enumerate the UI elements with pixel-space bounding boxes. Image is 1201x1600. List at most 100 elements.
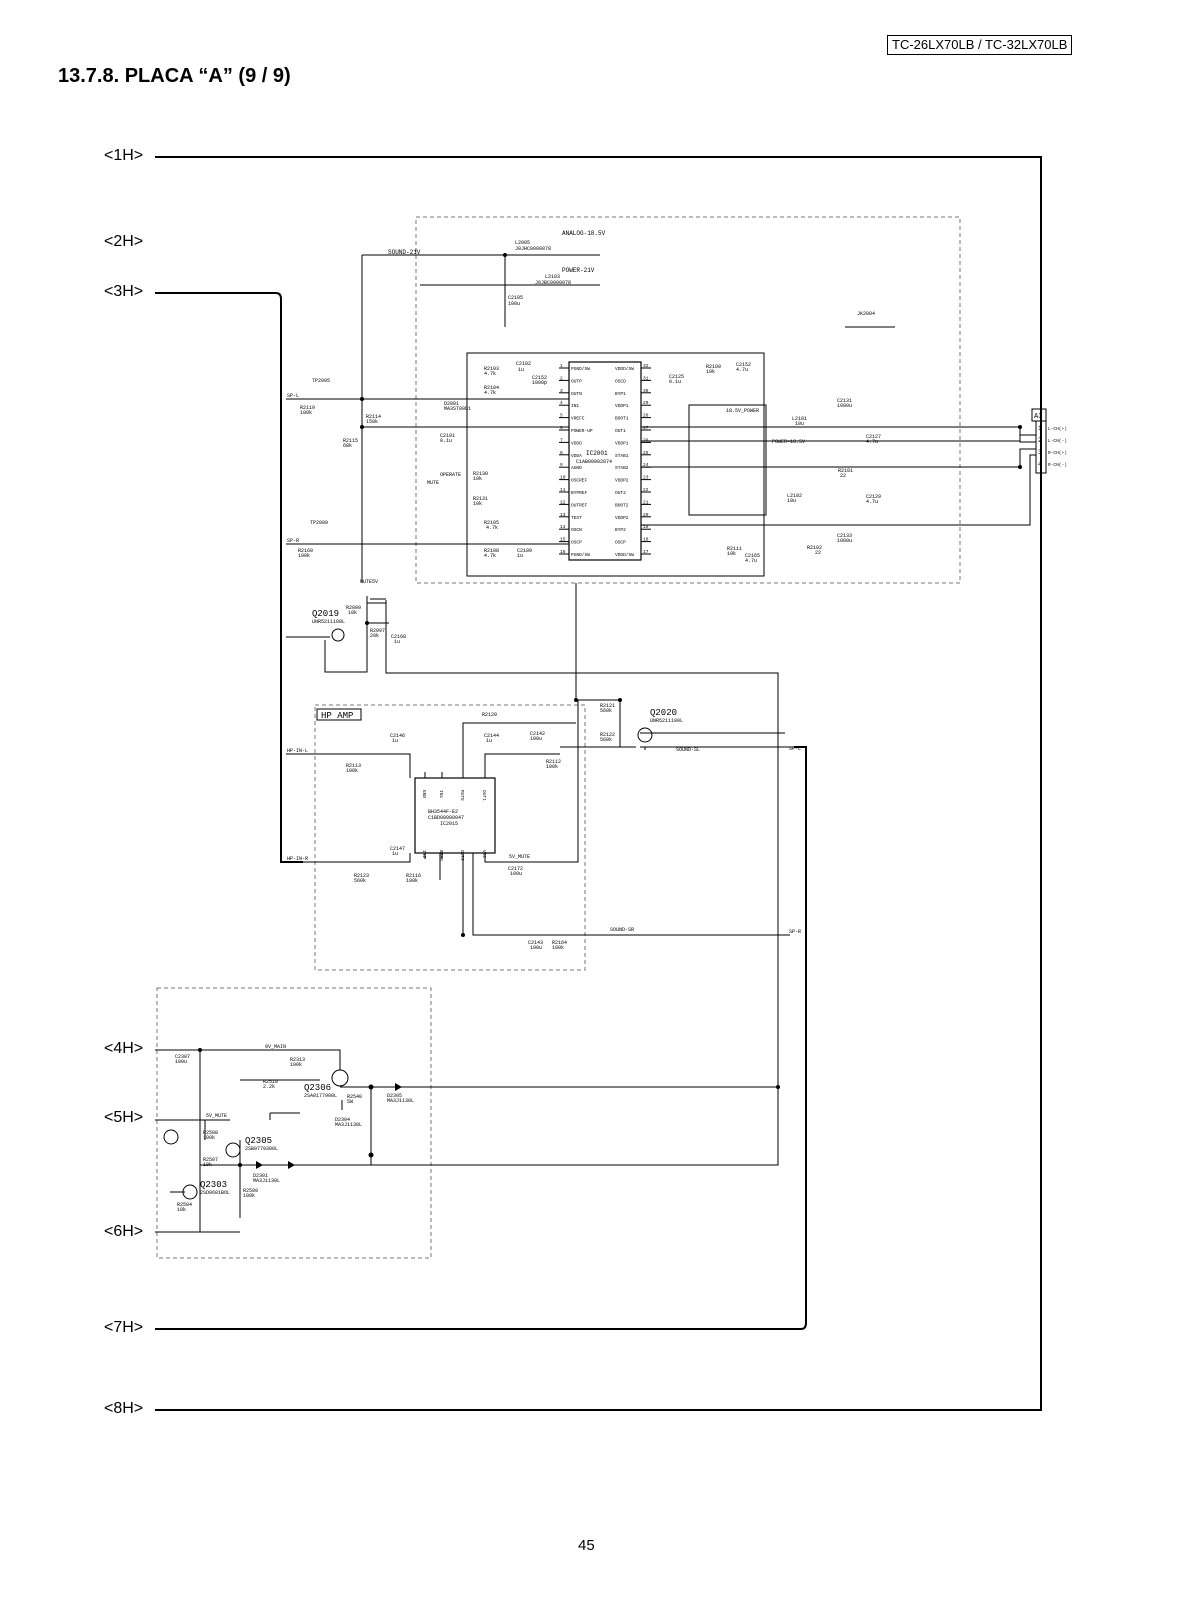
- tp2005-ref: TP2005: [312, 378, 330, 384]
- l2101-ref: L2101: [792, 416, 807, 422]
- a3-pin-signal: R-CH(-): [1048, 462, 1067, 468]
- r2108-ref: R2108: [484, 548, 499, 554]
- r2122-val: 560k: [600, 737, 612, 743]
- ic2001-right-pin-name: BOOT1: [615, 416, 629, 422]
- d2305-val: MA3J1130L: [387, 1098, 414, 1104]
- ic2001-right-pin-name: OSCD: [615, 378, 626, 384]
- d2304-ref: D2304: [335, 1117, 350, 1123]
- r2103-ref: R2103: [484, 366, 499, 372]
- c2109-val: 1u: [517, 553, 523, 559]
- c2147-val: 1u: [392, 851, 398, 857]
- ic2015-body: [414, 777, 496, 854]
- a3-pin-number: 1: [1038, 425, 1042, 432]
- c2125-ref: C2125: [669, 374, 684, 380]
- ic2001-left-pin-name: OUTP: [571, 378, 582, 384]
- ic2001-left-pin-number: 15: [560, 537, 566, 543]
- r2102-ref: R2102: [807, 545, 822, 551]
- net-sound: SOUND-21V: [388, 249, 421, 256]
- ic2001-right-pin-name: VDDP1: [615, 440, 629, 446]
- ic2001-left-pin-number: 13: [560, 512, 566, 518]
- ic2001-right-pin-number: 31: [643, 375, 649, 381]
- q2306-symbol: [331, 1069, 349, 1087]
- c2127-val: 4.7u: [866, 439, 878, 445]
- ic2001-right-pin-name: BYP2: [615, 527, 626, 533]
- ic2001-left-pin-name: BYPREF: [571, 490, 588, 496]
- ic2001-part: C1AB00002874: [576, 459, 612, 465]
- ic2001-left-pin-name: OUTN: [571, 391, 582, 397]
- l2005-ref: L2005: [515, 240, 530, 246]
- r2097-val: 20k: [370, 633, 379, 639]
- r2122-ref: R2122: [600, 732, 615, 738]
- r2120-ref: R2120: [482, 712, 497, 718]
- r2105-ref: R2105: [484, 520, 499, 526]
- ic2001-right-pin-name: STAB1: [615, 453, 629, 459]
- ic2001-left-pins: 1PGND/SW2OUTP3OUTN4IN15VREFC6POWER-UP7VD…: [559, 363, 593, 558]
- r2104-val: 4.7k: [484, 390, 496, 396]
- page-title: 13.7.8. PLACA “A” (9 / 9): [58, 65, 291, 87]
- ic2015-ref: IC2015: [440, 821, 458, 827]
- ic2015-bottom-pin-name: OUT2: [459, 850, 465, 861]
- c2152-ref: C2152: [532, 375, 547, 381]
- l2103-ref: L2103: [545, 274, 560, 280]
- l2103-val: J0JBC0000078: [535, 280, 571, 286]
- ic2001-right-pin-name: VDDP2: [615, 515, 629, 521]
- d2305-symbol: [395, 1083, 402, 1091]
- c2105-ref: C2105: [508, 295, 523, 301]
- r2508-val: 100k: [203, 1135, 215, 1141]
- q2303-ref: Q2303: [200, 1180, 227, 1190]
- net-hpl: HP-IN-L: [287, 748, 308, 754]
- d2305-ref: D2305: [387, 1093, 402, 1099]
- ic2001-left-pin-name: AGND: [571, 465, 582, 471]
- r2113-ref: R2113: [346, 763, 361, 769]
- connector-label-8h: <8H>: [104, 1400, 144, 1417]
- r2104-ref: R2104: [484, 385, 499, 391]
- c2102-val: 1u: [518, 367, 524, 373]
- ic2001-body: [568, 361, 642, 561]
- c2147-ref: C2147: [390, 846, 405, 852]
- ic2001-right-pin-name: VDDP1: [615, 403, 629, 409]
- ic2001-left-pin-number: 16: [560, 549, 566, 555]
- a3-pin-number: 2: [1038, 437, 1042, 444]
- q2019-part: UNR5211100L: [312, 619, 345, 625]
- c2142-ref: C2142: [530, 731, 545, 737]
- r2114-val: 150k: [366, 419, 378, 425]
- ic2001-right-pin-name: BOOT2: [615, 502, 629, 508]
- net-power185: 18.5V_POWER: [726, 408, 759, 414]
- ic2001-right-pin-name: VDDD/SW: [615, 552, 634, 558]
- r2164-val: 100k: [552, 945, 564, 951]
- d2001-ref: D2001: [444, 401, 459, 407]
- ic2001-right-pin-number: 23: [643, 475, 649, 481]
- ic2001-left-pin-name: TEST: [571, 515, 582, 521]
- jk2004-ref: JK2004: [857, 311, 875, 317]
- ic2001-left-pin-name: OSCREF: [571, 478, 588, 484]
- c2129-val: 4.7u: [866, 499, 878, 505]
- c2129-ref: C2129: [866, 494, 881, 500]
- hp-amp-label-box: [316, 708, 362, 721]
- r2109-ref: R2109: [706, 364, 721, 370]
- net-mute: MUTE: [427, 480, 439, 486]
- net-spr-out: SP-R: [789, 929, 801, 935]
- ic2001-left-pin-name: IN1: [571, 403, 579, 409]
- ic2015-bottom-pin-name: BIAS: [438, 850, 444, 861]
- ic2001-left-pin-number: 14: [560, 524, 566, 530]
- ic2001-left-pin-name: VDDD: [571, 440, 582, 446]
- r2105-val: 4.7k: [486, 525, 498, 531]
- net-spr-in: SP-R: [287, 538, 299, 544]
- ic2015-bottom-pin-name: IN2: [421, 850, 427, 858]
- hp-amp-label: HP AMP: [321, 711, 353, 721]
- l2005-val: J0JHC0000078: [515, 246, 551, 252]
- r2313-val: 100k: [290, 1062, 302, 1068]
- q2312-symbol: [163, 1129, 179, 1145]
- c2127-ref: C2127: [866, 434, 881, 440]
- d2301-ref: D2301: [253, 1173, 268, 1179]
- c2168-val: 1u: [394, 639, 400, 645]
- q2305-symbol: [225, 1142, 241, 1158]
- net-operate: OPERATE: [440, 472, 461, 478]
- c2101-ref: C2101: [440, 433, 455, 439]
- ic2001-right-pin-number: 17: [643, 549, 649, 555]
- q2306-part: 2SA0177900L: [304, 1093, 337, 1099]
- ic2015-top-pin-name: IN1: [438, 790, 444, 798]
- ic2015-top-pin-name: GND: [421, 790, 427, 798]
